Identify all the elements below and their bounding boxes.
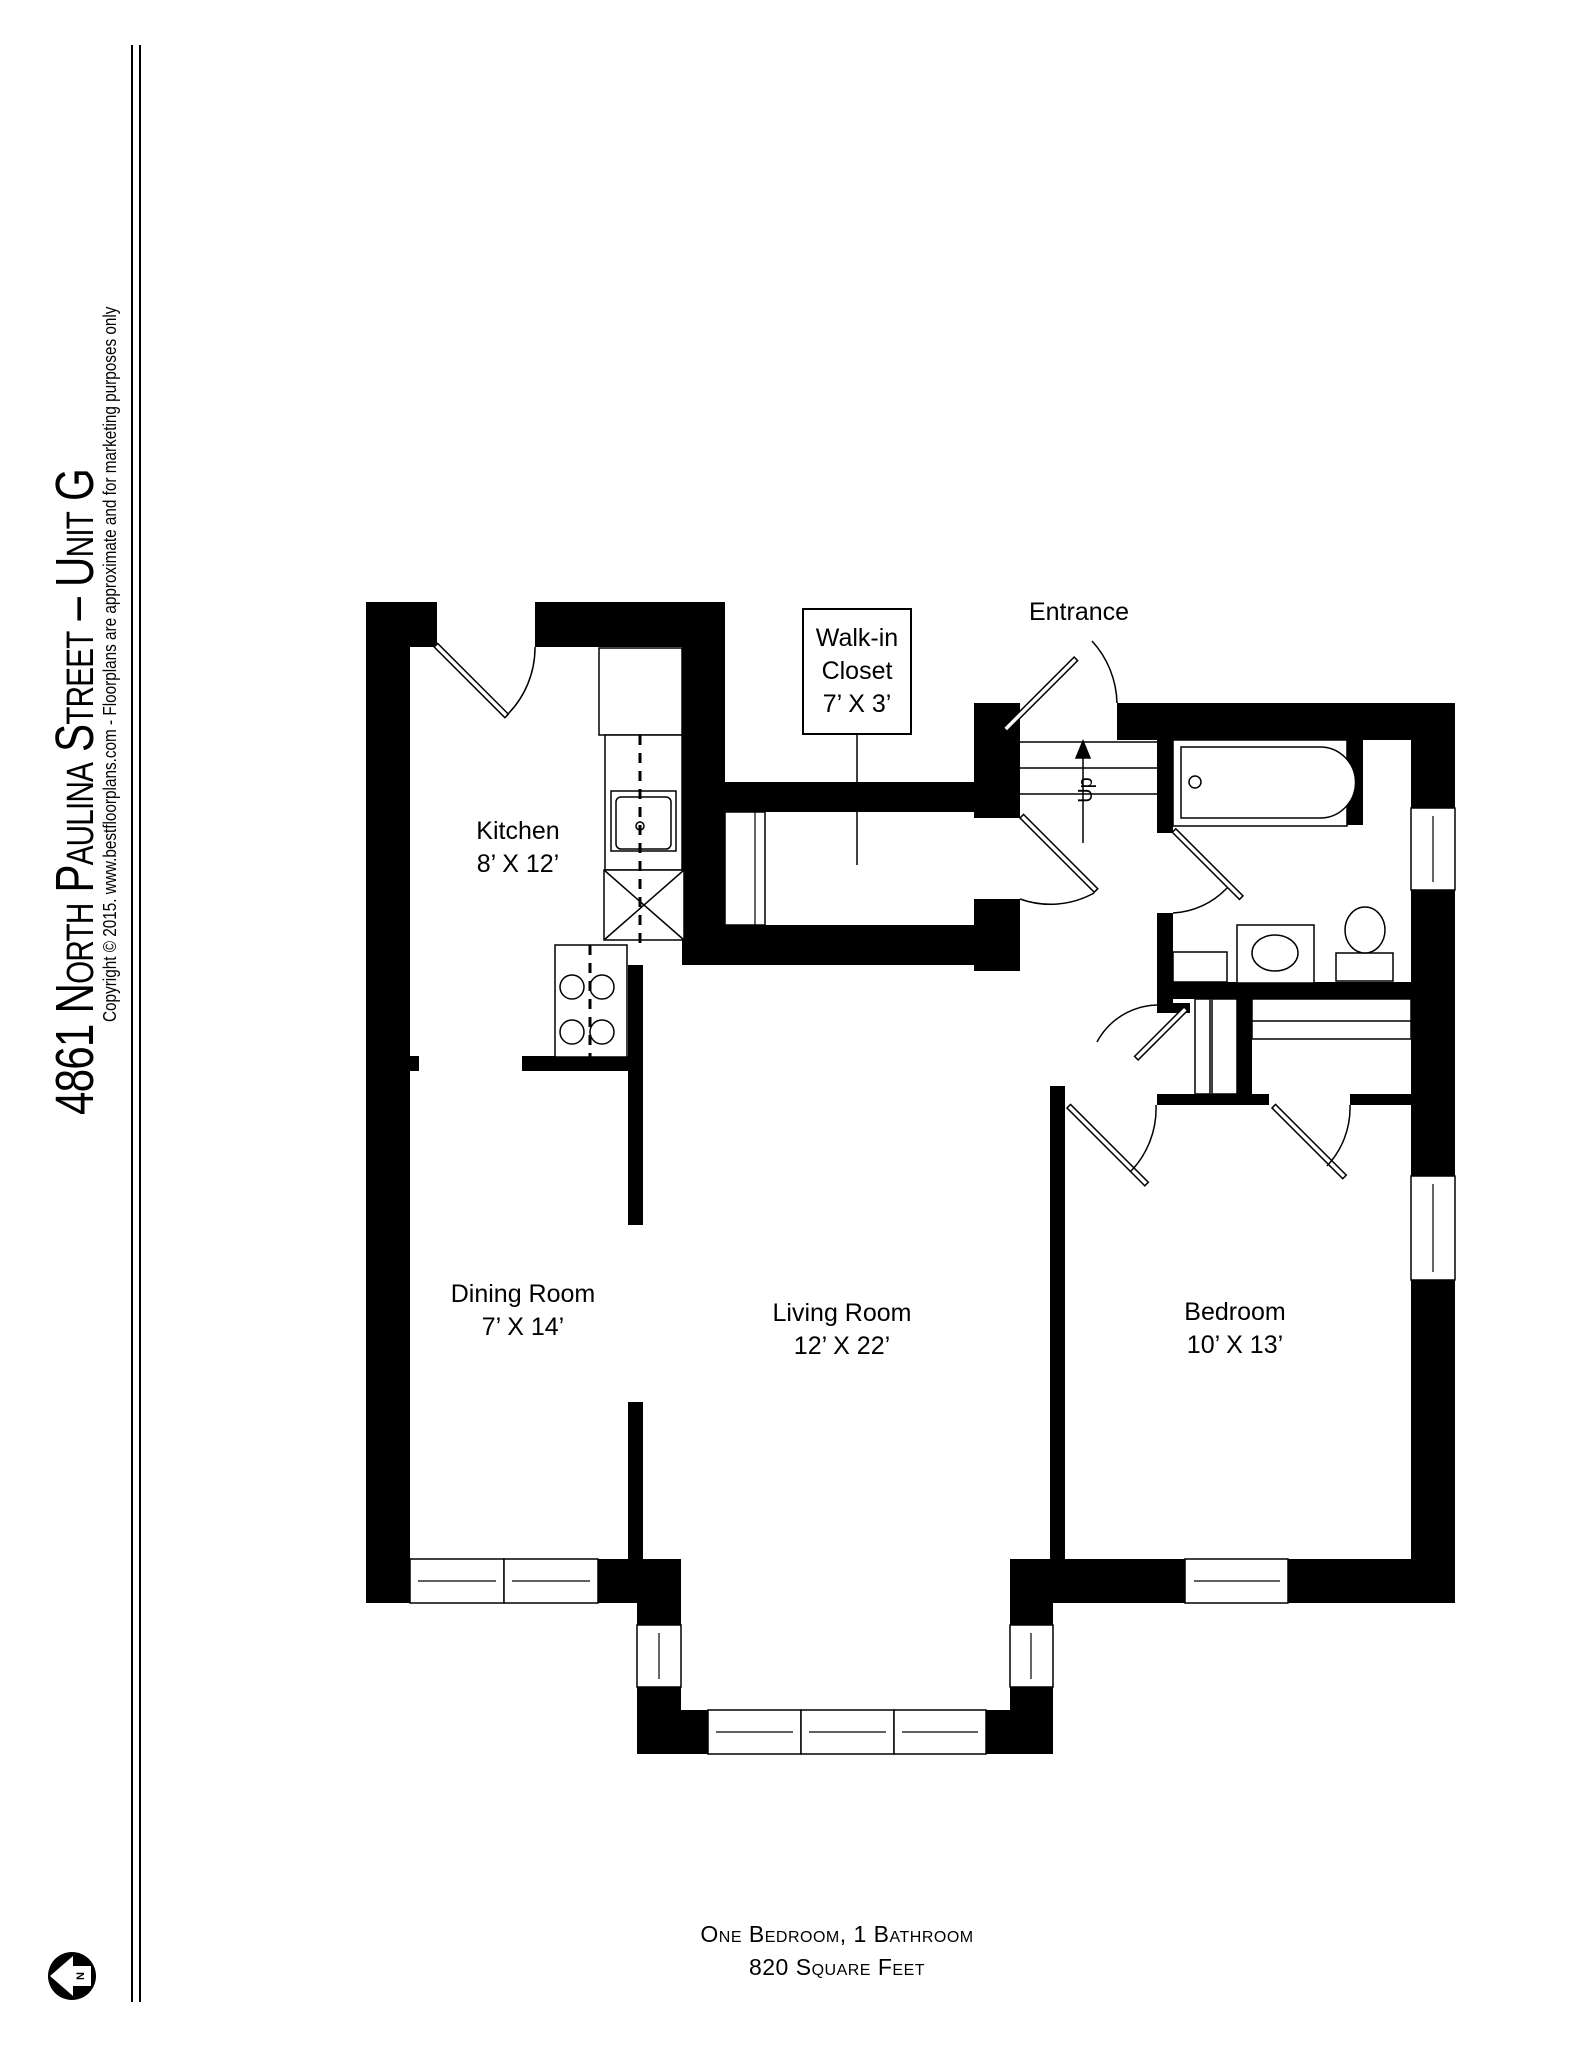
kitchen-fixtures [554, 647, 685, 1058]
north-arrow-icon: N [48, 1952, 96, 2000]
bathroom-fixtures [1172, 739, 1412, 1095]
stairs-up-label: Up [1075, 777, 1097, 803]
bedroom-name: Bedroom [1184, 1298, 1286, 1326]
square-footage: 820 Square Feet [748, 1954, 926, 1980]
bed-bath-summary: One Bedroom, 1 Bathroom [700, 1921, 974, 1947]
stairs [1020, 739, 1157, 843]
counter-lines [588, 735, 642, 1057]
room-dining: Dining Room 7’ X 14’ [451, 1278, 596, 1344]
living-name: Living Room [772, 1299, 912, 1327]
unit-summary: One Bedroom, 1 Bathroom 820 Square Feet [700, 1918, 973, 1984]
kitchen-name: Kitchen [476, 817, 560, 845]
room-bedroom: Bedroom 10’ X 13’ [1184, 1296, 1285, 1362]
entrance-name: Entrance [1028, 598, 1130, 626]
closet-name-2: Closet [821, 657, 893, 685]
border-line-right [139, 45, 141, 2002]
window-sashes [418, 812, 1434, 1733]
kitchen-size: 8’ X 12’ [476, 850, 560, 878]
dining-size: 7’ X 14’ [481, 1313, 565, 1341]
walls [366, 602, 1455, 1754]
title-band: 4861 North Paulina Street – Unit G Copyr… [0, 0, 190, 2048]
north-label: N [75, 1972, 87, 1980]
living-size: 12’ X 22’ [793, 1332, 891, 1360]
doors [433, 640, 1351, 1187]
closet-name-1: Walk-in [815, 624, 899, 652]
room-entrance: Entrance [1029, 596, 1129, 629]
border-line-left [131, 45, 133, 2002]
room-kitchen: Kitchen 8’ X 12’ [476, 815, 559, 881]
room-closet-callout: Walk-in Closet 7’ X 3’ [802, 608, 912, 735]
room-living: Living Room 12’ X 22’ [773, 1297, 912, 1363]
dining-name: Dining Room [450, 1280, 596, 1308]
bedroom-size: 10’ X 13’ [1186, 1331, 1284, 1359]
closet-size: 7’ X 3’ [822, 690, 892, 718]
